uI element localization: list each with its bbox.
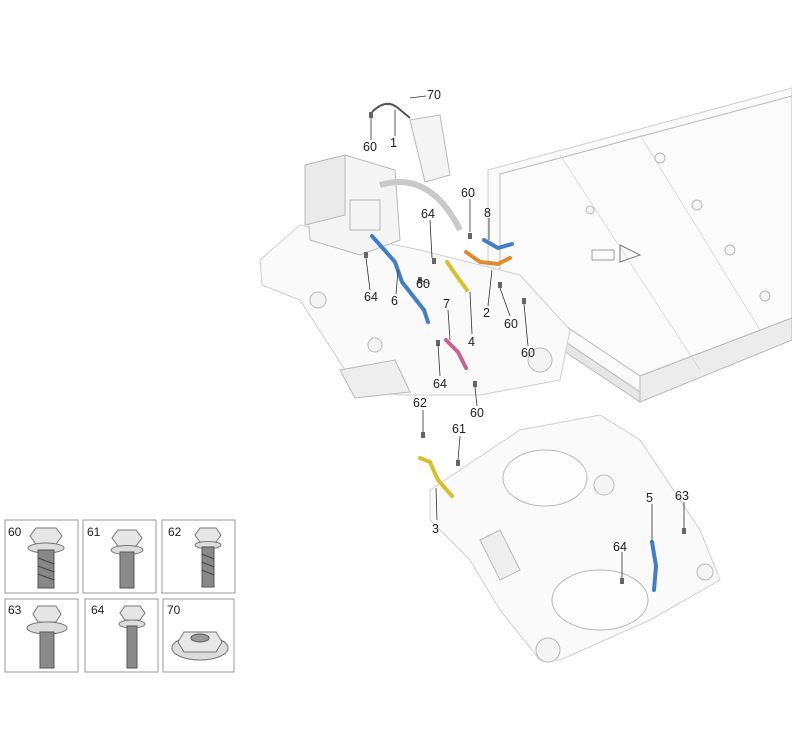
legend-item-62: 62 bbox=[161, 519, 236, 594]
ground-strap-2 bbox=[464, 250, 512, 267]
callout-60: 60 bbox=[461, 186, 475, 200]
legend-label: 61 bbox=[87, 525, 101, 539]
hex-bolt-icon bbox=[194, 527, 222, 588]
legend-item-63: 63 bbox=[4, 598, 79, 673]
callout-8: 8 bbox=[484, 206, 491, 220]
callout-60: 60 bbox=[504, 317, 518, 331]
legend-label: 70 bbox=[167, 603, 181, 617]
callout-64: 64 bbox=[364, 290, 378, 304]
callout-64: 64 bbox=[421, 207, 435, 221]
ground-strap-1 bbox=[371, 102, 411, 119]
callout-60: 60 bbox=[416, 277, 430, 291]
ground-strap-4 bbox=[445, 260, 469, 292]
callout-64: 64 bbox=[433, 377, 447, 391]
callout-2: 2 bbox=[483, 306, 490, 320]
ground-strap-6 bbox=[370, 234, 430, 324]
callout-60: 60 bbox=[363, 140, 377, 154]
flange-bolt-icon bbox=[27, 527, 65, 589]
callout-61: 61 bbox=[452, 422, 466, 436]
flange-nut-icon bbox=[171, 631, 229, 661]
callout-3: 3 bbox=[432, 522, 439, 536]
flange-bolt-icon bbox=[110, 529, 144, 589]
legend-item-64: 64 bbox=[84, 598, 159, 673]
fastener-legend: 60 61 62 bbox=[4, 519, 236, 673]
callout-62: 62 bbox=[413, 396, 427, 410]
legend-label: 63 bbox=[8, 603, 22, 617]
battery-pack bbox=[487, 87, 792, 403]
legend-item-70: 70 bbox=[162, 598, 235, 673]
callout-60: 60 bbox=[470, 406, 484, 420]
small-bolt-icon bbox=[118, 605, 146, 669]
callout-60: 60 bbox=[521, 346, 535, 360]
callout-6: 6 bbox=[391, 294, 398, 308]
callout-7: 7 bbox=[443, 297, 450, 311]
callout-63: 63 bbox=[675, 489, 689, 503]
ground-strap-3 bbox=[418, 456, 454, 498]
callout-1: 1 bbox=[390, 136, 397, 150]
rear-subframe-assembly bbox=[429, 414, 721, 663]
warning-triangle-icon bbox=[619, 244, 642, 263]
legend-item-61: 61 bbox=[82, 519, 157, 594]
legend-label: 60 bbox=[8, 525, 22, 539]
washer-bolt-icon bbox=[26, 605, 68, 669]
callout-labels: 70 60 1 60 8 64 60 64 6 7 2 60 4 60 64 6… bbox=[363, 88, 689, 554]
callout-70: 70 bbox=[427, 88, 441, 102]
leader-lines bbox=[365, 95, 685, 578]
legend-label: 64 bbox=[91, 603, 105, 617]
callout-64: 64 bbox=[613, 540, 627, 554]
ground-strap-5 bbox=[650, 540, 659, 592]
front-subframe-assembly bbox=[259, 114, 571, 399]
legend-item-60: 60 bbox=[4, 519, 79, 594]
ground-strap-7 bbox=[444, 338, 468, 370]
legend-label: 62 bbox=[168, 525, 182, 539]
callout-4: 4 bbox=[468, 335, 475, 349]
warning-label-icon bbox=[591, 249, 615, 261]
callout-5: 5 bbox=[646, 491, 653, 505]
ground-strap-8 bbox=[482, 238, 514, 251]
